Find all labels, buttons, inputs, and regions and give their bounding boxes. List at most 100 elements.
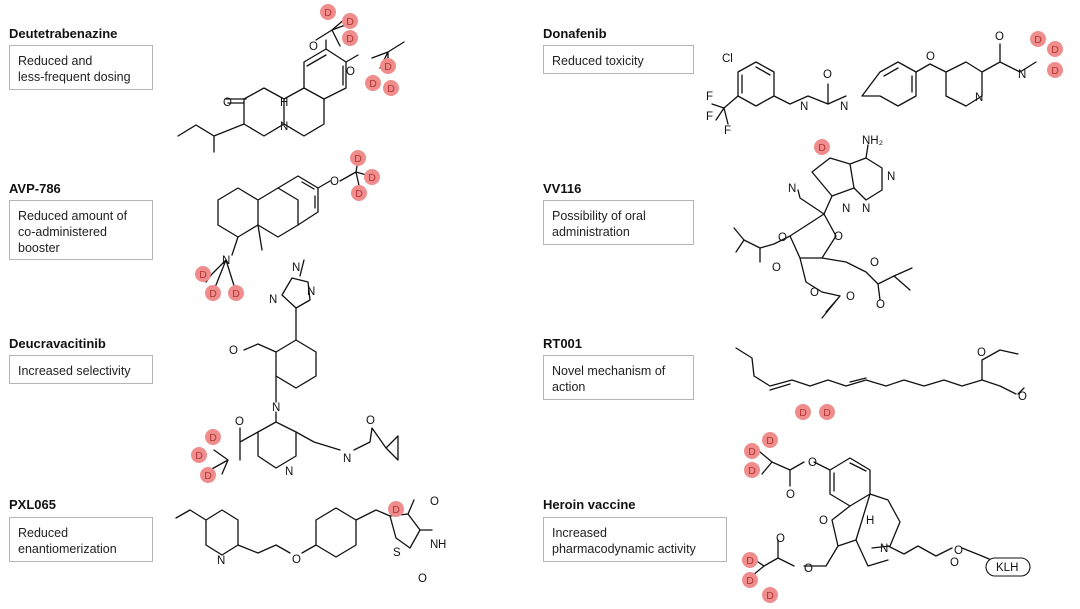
atom-amine-h: H: [438, 539, 446, 551]
deuterium-highlight: [205, 429, 221, 445]
deuterium-group: [191, 429, 221, 483]
deuterium-highlight: [795, 404, 811, 420]
atom-oxygen: O: [366, 415, 375, 427]
benefit-line: Increased: [552, 526, 607, 540]
structure-donafenib: Cl F F F O N N O N O N: [706, 31, 1063, 137]
atom-deuterium: D: [324, 7, 332, 19]
deuterium-highlight: [365, 75, 381, 91]
atom-deuterium: D: [387, 83, 395, 95]
atom-deuterium: D: [209, 288, 217, 300]
atom-deuterium: D: [1051, 44, 1059, 56]
benefit-box-vv116: Possibility of oral administration: [543, 200, 694, 245]
benefit-line: less-frequent dosing: [18, 70, 131, 84]
benefit-line: Reduced amount of: [18, 209, 128, 223]
atom-deuterium: D: [346, 33, 354, 45]
atom-deuterium: D: [209, 432, 217, 444]
benefit-box-donafenib: Reduced toxicity: [543, 45, 694, 74]
atom-fluorine: F: [706, 111, 713, 123]
klh-carrier-label: KLH: [996, 562, 1018, 574]
deuterium-highlight: [742, 572, 758, 588]
atom-oxygen: O: [804, 563, 813, 575]
deuterium-group: [795, 404, 835, 420]
atom-nitrogen: N: [222, 255, 230, 267]
drug-name-donafenib: Donafenib: [543, 26, 607, 41]
atom-sulfur: S: [393, 547, 401, 559]
atom-oxygen: O: [808, 457, 817, 469]
atom-oxygen: O: [778, 232, 787, 244]
deuterium-group: [388, 501, 404, 517]
atom-deuterium: D: [346, 16, 354, 28]
atom-oxygen: O: [819, 515, 828, 527]
atom-nitrogen: N: [1018, 69, 1026, 81]
drug-name-heroin-vaccine: Heroin vaccine: [543, 497, 636, 512]
structure-rt001: O O: [735, 347, 1027, 420]
atom-deuterium: D: [368, 172, 376, 184]
benefit-line: booster: [18, 241, 60, 255]
benefit-line: Increased selectivity: [18, 364, 131, 378]
benefit-line: action: [552, 380, 586, 394]
atom-deuterium: D: [232, 288, 240, 300]
deuterium-highlight: [364, 169, 380, 185]
atom-deuterium: D: [384, 61, 392, 73]
atom-nitrogen: N: [800, 101, 808, 113]
drug-name-rt001: RT001: [543, 336, 583, 351]
atom-oxygen: O: [223, 97, 232, 109]
atom-oxygen: O: [776, 533, 785, 545]
deuterium-highlight: [1030, 31, 1046, 47]
atom-deuterium: D: [766, 435, 774, 447]
atom-oxygen: O: [977, 347, 986, 359]
drug-name-vv116: VV116: [543, 181, 582, 196]
atom-deuterium: D: [748, 446, 756, 458]
atom-nitrogen: N: [975, 92, 983, 104]
atom-deuterium: D: [1034, 34, 1042, 46]
atom-deuterium: D: [746, 555, 754, 567]
atom-oxygen: O: [772, 262, 781, 274]
deuterium-highlight: [762, 432, 778, 448]
structure-heroin-vaccine: O O O H N O O O O KLH: [742, 432, 1031, 603]
atom-deuterium: D: [1051, 65, 1059, 77]
atom-oxygen: O: [418, 573, 427, 585]
benefit-line: Reduced toxicity: [552, 54, 644, 68]
atom-nitrogen: N: [343, 453, 351, 465]
deuterium-highlight: [383, 80, 399, 96]
deuterium-highlight: [195, 266, 211, 282]
deuterium-highlight: [342, 30, 358, 46]
deuterium-group: [195, 150, 380, 301]
benefit-box-rt001: Novel mechanism of action: [543, 355, 694, 400]
deuterium-highlight: [228, 285, 244, 301]
atom-oxygen: O: [229, 345, 238, 357]
atom-oxygen: O: [292, 554, 301, 566]
atom-amine-h: H: [866, 515, 874, 527]
atom-nitrogen: N: [880, 543, 888, 555]
deuterium-highlight: [742, 552, 758, 568]
atom-deuterium: D: [369, 78, 377, 90]
klh-carrier-box: [985, 557, 1031, 577]
benefit-line: Reduced and: [18, 54, 93, 68]
atom-deuterium: D: [195, 450, 203, 462]
atom-deuterium: D: [766, 590, 774, 602]
structure-avp-786: O N: [195, 150, 380, 301]
deuterium-highlight: [744, 443, 760, 459]
atom-nitrogen: N: [280, 121, 288, 133]
atom-deuterium: D: [354, 153, 362, 165]
structure-pxl065: N O S N H O O: [175, 496, 446, 585]
atom-nitrogen: N: [840, 101, 848, 113]
structure-deutetrabenazine: O N H O O: [177, 4, 405, 153]
atom-oxygen: O: [786, 489, 795, 501]
benefit-box-pxl065: Reduced enantiomerization: [9, 517, 153, 562]
atom-oxygen: O: [954, 545, 963, 557]
atom-deuterium: D: [823, 407, 831, 419]
benefit-box-avp-786: Reduced amount of co-administered booste…: [9, 200, 153, 260]
benefit-box-deucravacitinib: Increased selectivity: [9, 355, 153, 384]
drug-name-avp-786: AVP-786: [9, 181, 61, 196]
deuterium-highlight: [388, 501, 404, 517]
atom-fluorine: F: [724, 125, 731, 137]
benefit-line: enantiomerization: [18, 542, 117, 556]
structure-deucravacitinib: N N N O N O N N O: [191, 259, 399, 483]
drug-name-pxl065: PXL065: [9, 497, 56, 512]
atom-deuterium: D: [748, 465, 756, 477]
atom-deuterium: D: [355, 188, 363, 200]
deuterium-group: [742, 432, 778, 603]
